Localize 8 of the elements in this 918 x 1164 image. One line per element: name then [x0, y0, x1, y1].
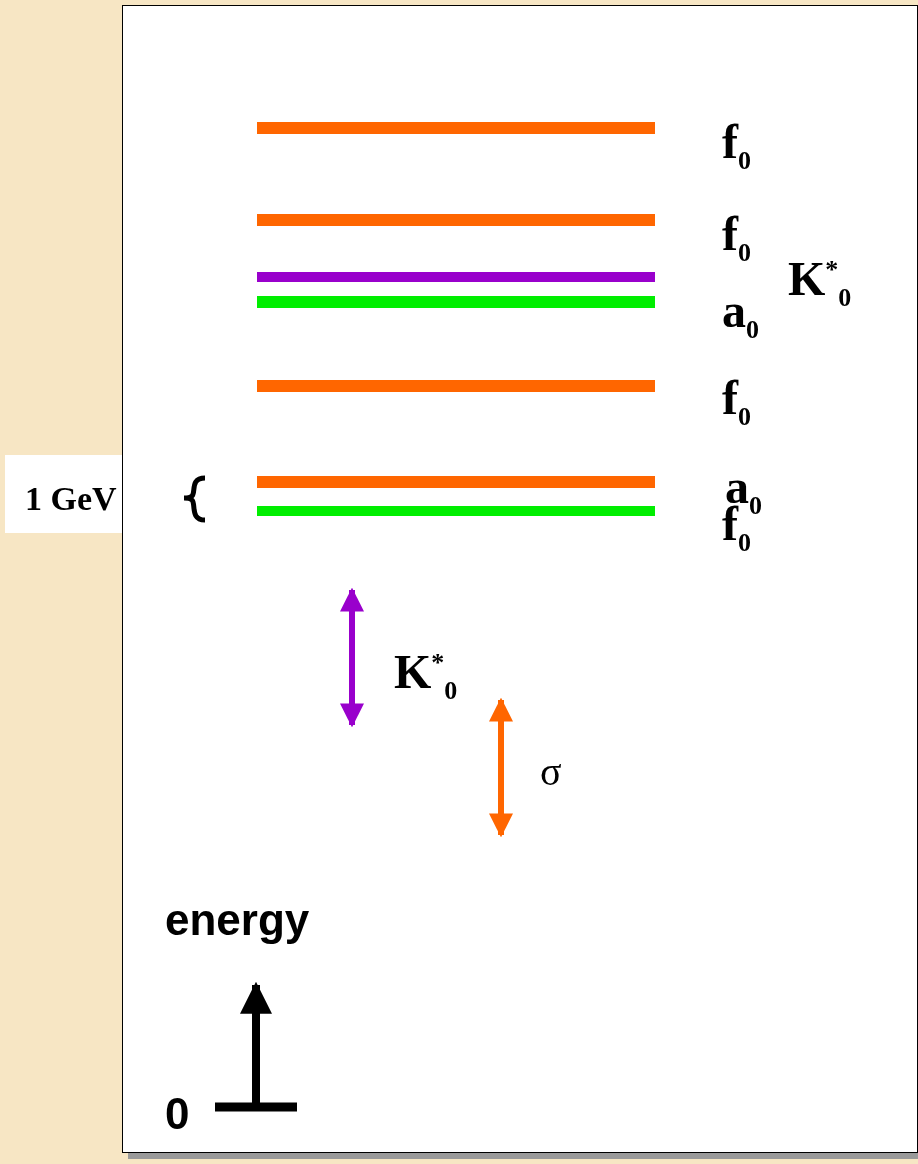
axis-label: energy — [165, 898, 310, 942]
particle-label: a$_{0}$ — [722, 287, 759, 343]
particle-label: σ — [540, 752, 562, 792]
scale-label: 1 GeV — [25, 482, 117, 516]
particle-label: f$_{0}$ — [722, 374, 751, 430]
axis-label: 0 — [165, 1092, 190, 1136]
particle-label: f$_{0}$ — [722, 118, 751, 174]
particle-label: f$_{0}$ — [722, 210, 751, 266]
